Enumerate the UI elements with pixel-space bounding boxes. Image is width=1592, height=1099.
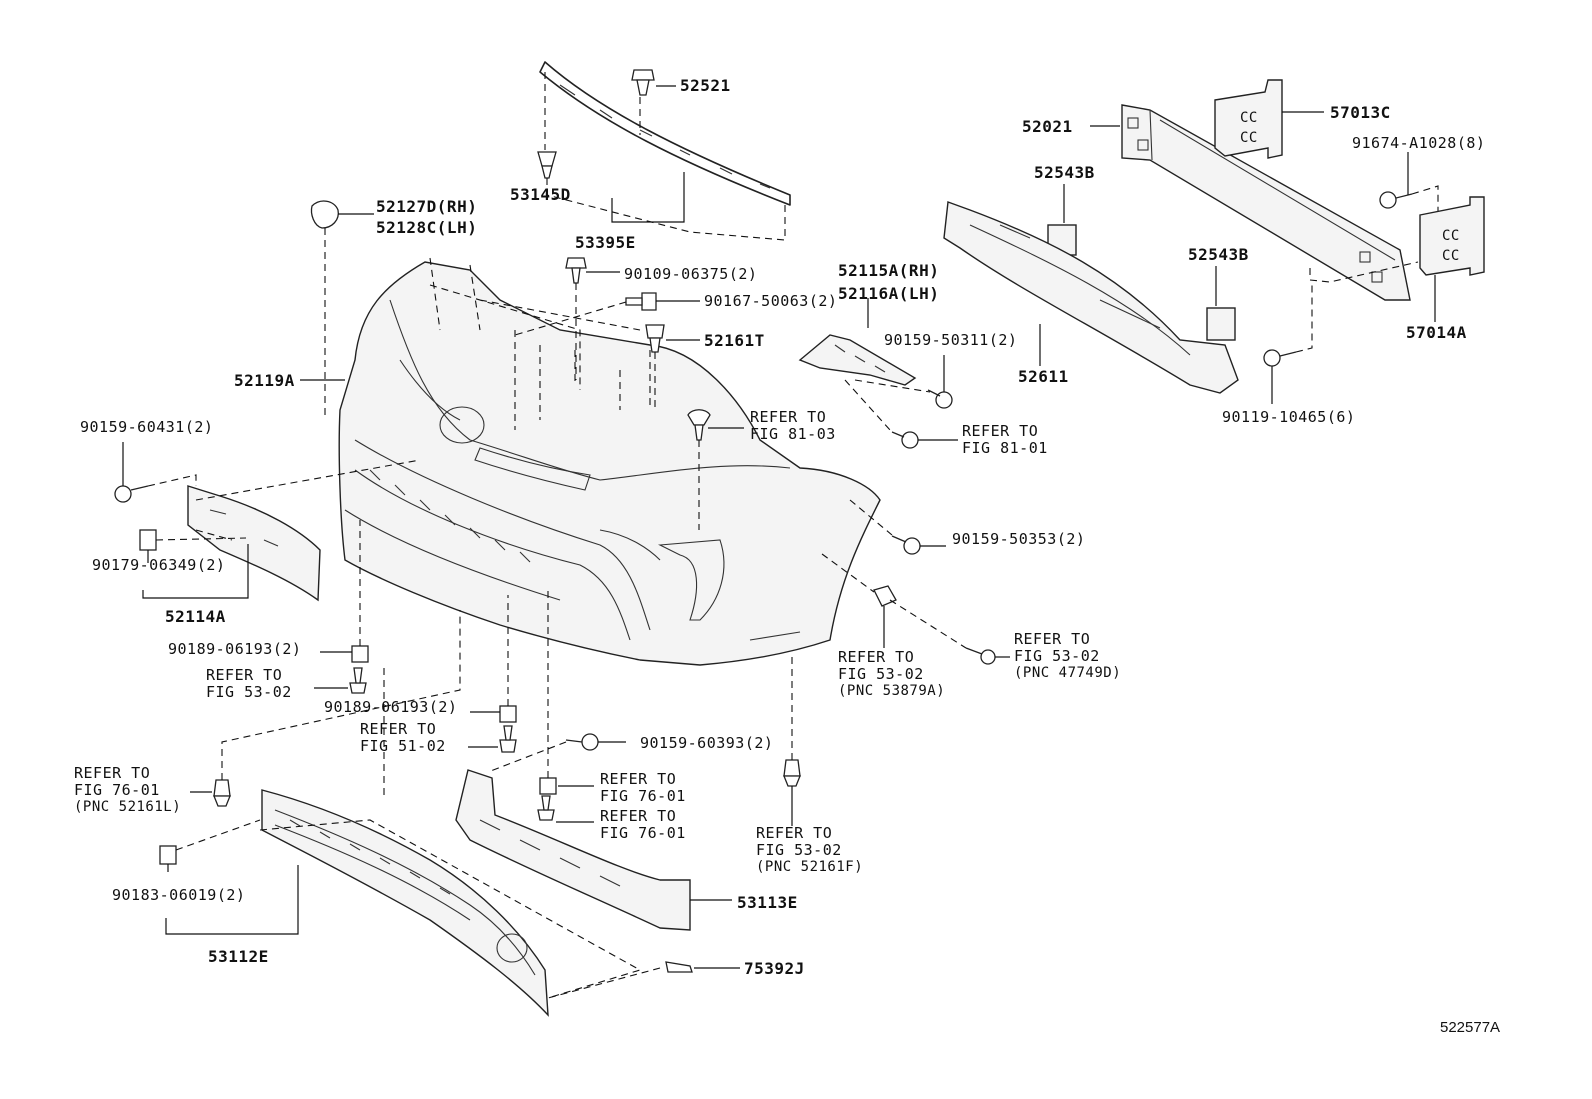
refer-53-02-a-line2: FIG 53-02 [206, 683, 292, 701]
refer-53-02-c-line3: (PNC 53879A) [838, 683, 945, 699]
label-52114A: 52114A [165, 607, 226, 626]
refer-76-01-b-line2: FIG 76-01 [600, 787, 686, 805]
screw-90167-drawing [625, 292, 657, 311]
label-90159-60431: 90159-60431(2) [80, 418, 213, 436]
bolt-90119-drawing [1263, 349, 1297, 367]
bracket-57014A-drawing: CC CC [1419, 196, 1485, 276]
label-90179: 90179-06349(2) [92, 556, 225, 574]
label-52521: 52521 [680, 76, 731, 95]
clip-refer-81-03-drawing [687, 409, 711, 441]
clip-90189-b-drawing [499, 705, 517, 723]
label-90159-50311: 90159-50311(2) [884, 331, 1017, 349]
label-52128C: 52128C(LH) [376, 218, 477, 237]
refer-76-01-b-line1: REFER TO [600, 770, 676, 788]
clip-90183-drawing [159, 845, 177, 865]
refer-53-02-d-line1: REFER TO [1014, 630, 1090, 648]
screw-refer-81-01-drawing [891, 431, 919, 449]
bracket-57013C-drawing: CC CC [1214, 79, 1283, 159]
label-90189-b: 90189-06193(2) [324, 698, 457, 716]
label-52543B-b: 52543B [1188, 245, 1249, 264]
nut-90179-drawing [139, 529, 157, 551]
label-52116A: 52116A(LH) [838, 284, 939, 303]
refer-76-01-a-line2: FIG 76-01 [74, 781, 160, 799]
bracket-52115A-drawing [798, 334, 917, 386]
label-90159-60393: 90159-60393(2) [640, 734, 773, 752]
label-57013C: 57013C [1330, 103, 1391, 122]
upper-retainer-drawing [539, 61, 791, 206]
clip-52161T-drawing [645, 324, 665, 353]
clip-75392J-drawing [665, 961, 693, 973]
absorber-52611-drawing [943, 201, 1239, 394]
clip-52521-drawing [631, 69, 655, 96]
svg-text:CC: CC [1240, 130, 1258, 146]
label-52161T: 52161T [704, 331, 765, 350]
refer-51-02-line2: FIG 51-02 [360, 737, 446, 755]
pad-52543B-b-drawing [1206, 307, 1236, 341]
reinforcement-52021-drawing [1121, 104, 1411, 301]
bumper-cover-drawing [338, 261, 881, 666]
refer-53-02-d-line3: (PNC 47749D) [1014, 665, 1121, 681]
screw-refer-51-02-drawing [499, 725, 517, 753]
refer-53-02-b-line1: REFER TO [756, 824, 832, 842]
svg-text:CC: CC [1240, 110, 1258, 126]
label-52127D: 52127D(RH) [376, 197, 477, 216]
screw-refer-76-01-b-drawing [537, 795, 555, 821]
screw-90159-60431-drawing [114, 485, 149, 503]
refer-76-01-c-line1: REFER TO [600, 807, 676, 825]
label-75392J: 75392J [744, 959, 805, 978]
refer-81-03-line1: REFER TO [750, 408, 826, 426]
refer-76-01-a-line1: REFER TO [74, 764, 150, 782]
label-52021: 52021 [1022, 117, 1073, 136]
screw-90159-50311-drawing [927, 389, 953, 409]
screw-90159-50353-drawing [891, 535, 921, 555]
clip-refer-52161F-drawing [783, 759, 801, 787]
refer-53-02-a-line1: REFER TO [206, 666, 282, 684]
label-90159-50353: 90159-50353(2) [952, 530, 1085, 548]
refer-81-01-line1: REFER TO [962, 422, 1038, 440]
grille-53112E-drawing [261, 789, 549, 1017]
label-90189-a: 90189-06193(2) [168, 640, 301, 658]
clip-90189-a-drawing [351, 645, 369, 663]
svg-text:CC: CC [1442, 228, 1460, 244]
label-91674: 91674-A1028(8) [1352, 134, 1485, 152]
refer-53-02-c-line2: FIG 53-02 [838, 665, 924, 683]
refer-81-03-line2: FIG 81-03 [750, 425, 836, 443]
clip-refer-76-01-a-drawing [539, 777, 557, 795]
screw-refer-53-02-drawing [349, 667, 367, 694]
clip-53145D-drawing [537, 151, 557, 179]
label-90183: 90183-06019(2) [112, 886, 245, 904]
label-53395E: 53395E [575, 233, 636, 252]
refer-76-01-a-line3: (PNC 52161L) [74, 799, 181, 815]
refer-81-01-line2: FIG 81-01 [962, 439, 1048, 457]
refer-53-02-c-line1: REFER TO [838, 648, 914, 666]
refer-53-02-b-line3: (PNC 52161F) [756, 859, 863, 875]
label-90167: 90167-50063(2) [704, 292, 837, 310]
refer-53-02-d-line2: FIG 53-02 [1014, 647, 1100, 665]
label-52543B-a: 52543B [1034, 163, 1095, 182]
label-52115A: 52115A(RH) [838, 261, 939, 280]
clip-refer-52161L-drawing [213, 779, 231, 807]
label-53113E: 53113E [737, 893, 798, 912]
label-53112E: 53112E [208, 947, 269, 966]
label-53145D: 53145D [510, 185, 571, 204]
screw-90109-drawing [565, 257, 587, 284]
cap-52127D-drawing [310, 200, 339, 229]
screw-90159-60393-drawing [565, 733, 599, 751]
svg-text:CC: CC [1442, 248, 1460, 264]
refer-51-02-line1: REFER TO [360, 720, 436, 738]
retainer-52114A-drawing [187, 485, 321, 602]
label-90109: 90109-06375(2) [624, 265, 757, 283]
label-57014A: 57014A [1406, 323, 1467, 342]
label-52119A: 52119A [234, 371, 295, 390]
lower-cover-53113E-drawing [455, 769, 691, 931]
diagram-id: 522577A [1440, 1019, 1500, 1036]
clip-refer-53879A-drawing [873, 585, 897, 607]
refer-76-01-c-line2: FIG 76-01 [600, 824, 686, 842]
screw-refer-47749D-drawing [965, 647, 996, 665]
refer-53-02-b-line2: FIG 53-02 [756, 841, 842, 859]
bolt-91674-drawing [1379, 191, 1413, 209]
label-90119: 90119-10465(6) [1222, 408, 1355, 426]
label-52611: 52611 [1018, 367, 1069, 386]
